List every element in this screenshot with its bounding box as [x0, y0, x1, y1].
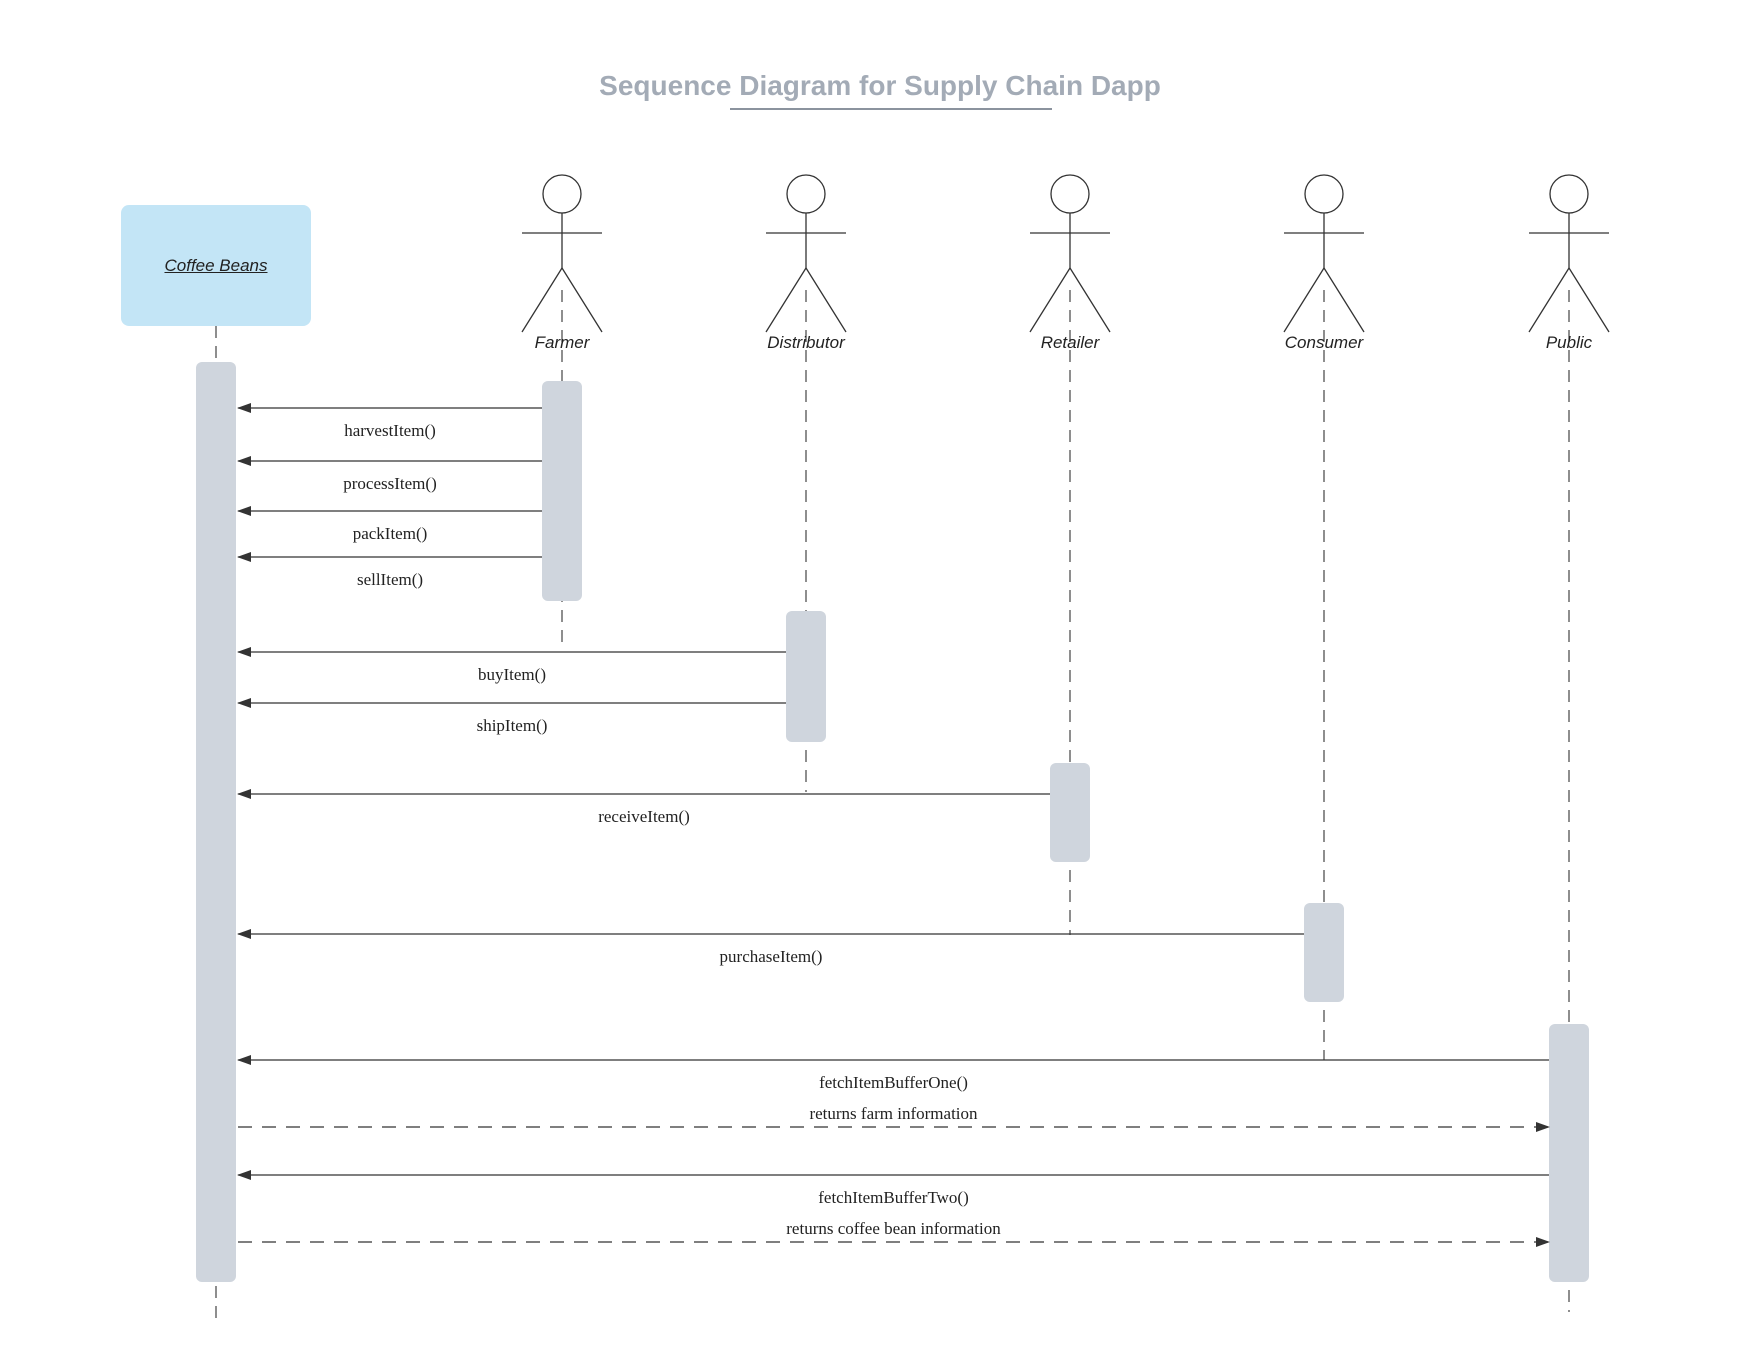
- title-underline: [730, 108, 1052, 110]
- message-label-8: purchaseItem(): [719, 947, 823, 966]
- activation-retailer: [1050, 763, 1090, 862]
- message-label-9: fetchItemBufferOne(): [819, 1073, 968, 1092]
- activation-distributor: [786, 611, 826, 742]
- message-label-12: returns coffee bean information: [786, 1219, 1001, 1238]
- object-coffee-beans: Coffee Beans: [121, 205, 311, 326]
- actor-name-public: Public: [1545, 333, 1593, 352]
- actor-retailer-icon: [1029, 174, 1111, 333]
- activation-consumer: [1304, 903, 1344, 1002]
- message-label-4: sellItem(): [356, 570, 424, 589]
- message-label-2: processItem(): [343, 474, 437, 493]
- activation-coffee-beans: [196, 362, 236, 1282]
- message-label-11: fetchItemBufferTwo(): [818, 1188, 969, 1207]
- message-label-5: buyItem(): [478, 665, 546, 684]
- actor-name-consumer: Consumer: [1284, 333, 1364, 352]
- actor-name-farmer: Farmer: [534, 333, 590, 352]
- diagram-title: Sequence Diagram for Supply Chain Dapp: [599, 70, 1161, 101]
- activation-public: [1549, 1024, 1589, 1282]
- message-label-10: returns farm information: [809, 1104, 978, 1123]
- message-label-7: receiveItem(): [598, 807, 690, 826]
- object-label: Coffee Beans: [164, 255, 268, 275]
- message-label-1: harvestItem(): [344, 421, 436, 440]
- actor-consumer-icon: [1283, 174, 1365, 333]
- actor-public-icon: [1528, 174, 1610, 333]
- actor-distributor-icon: [765, 174, 847, 333]
- activation-farmer: [542, 381, 582, 601]
- actor-name-distributor: Distributor: [767, 333, 845, 352]
- message-label-3: packItem(): [352, 524, 428, 543]
- actor-farmer-icon: [521, 174, 603, 333]
- actor-name-retailer: Retailer: [1040, 333, 1100, 352]
- message-label-6: shipItem(): [476, 716, 548, 735]
